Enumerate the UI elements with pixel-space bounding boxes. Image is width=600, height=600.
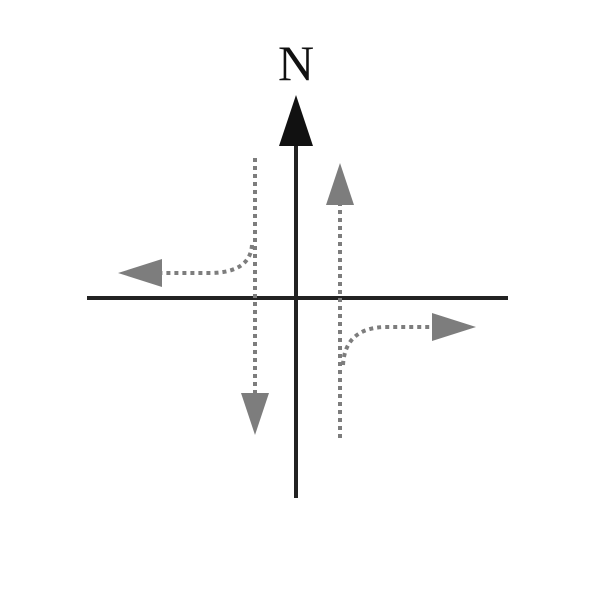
eastbound-branch-curve (341, 325, 432, 366)
north-label: N (277, 35, 315, 91)
southbound-arrow-icon (241, 393, 269, 435)
westbound-arrow-icon (118, 259, 162, 287)
north-arrow-icon (279, 95, 313, 146)
northbound-arrow-icon (326, 163, 354, 205)
westbound-branch-curve (160, 244, 254, 275)
eastbound-arrow-icon (432, 313, 476, 341)
